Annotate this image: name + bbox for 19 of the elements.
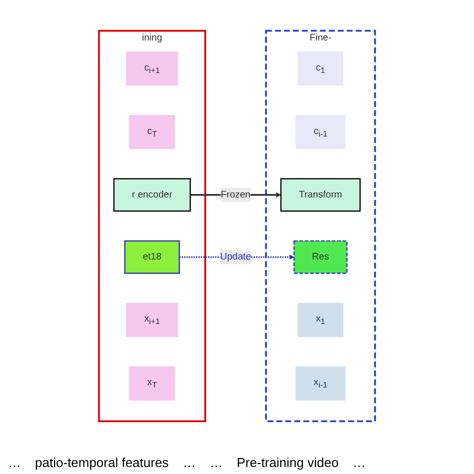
- node-box: c$_{i+1}$: [126, 50, 178, 86]
- node-box: Res: [293, 240, 348, 274]
- node-box: x$_{T}$: [129, 366, 176, 400]
- node-box: et18: [124, 240, 180, 274]
- note-text: …: [210, 455, 223, 470]
- node-box: x$_{i+1}$: [126, 302, 178, 337]
- node-box: c$_{T}$: [129, 114, 176, 149]
- node-box: c$_{1}$: [298, 50, 344, 86]
- note-text: Pre-training video: [236, 455, 339, 470]
- note-text: …: [352, 455, 366, 470]
- edge-label: Frozen: [220, 189, 250, 200]
- edge-label: Update: [220, 251, 252, 262]
- note-text: …: [182, 455, 196, 470]
- node-box: r encoder: [113, 178, 191, 212]
- note-text: …: [8, 455, 21, 470]
- node-box: Transform: [280, 178, 361, 212]
- note-text: patio-temporal features: [35, 455, 169, 470]
- node-box: x$_{1}$: [298, 302, 344, 337]
- node-box: x$_{i-1}$: [295, 366, 346, 400]
